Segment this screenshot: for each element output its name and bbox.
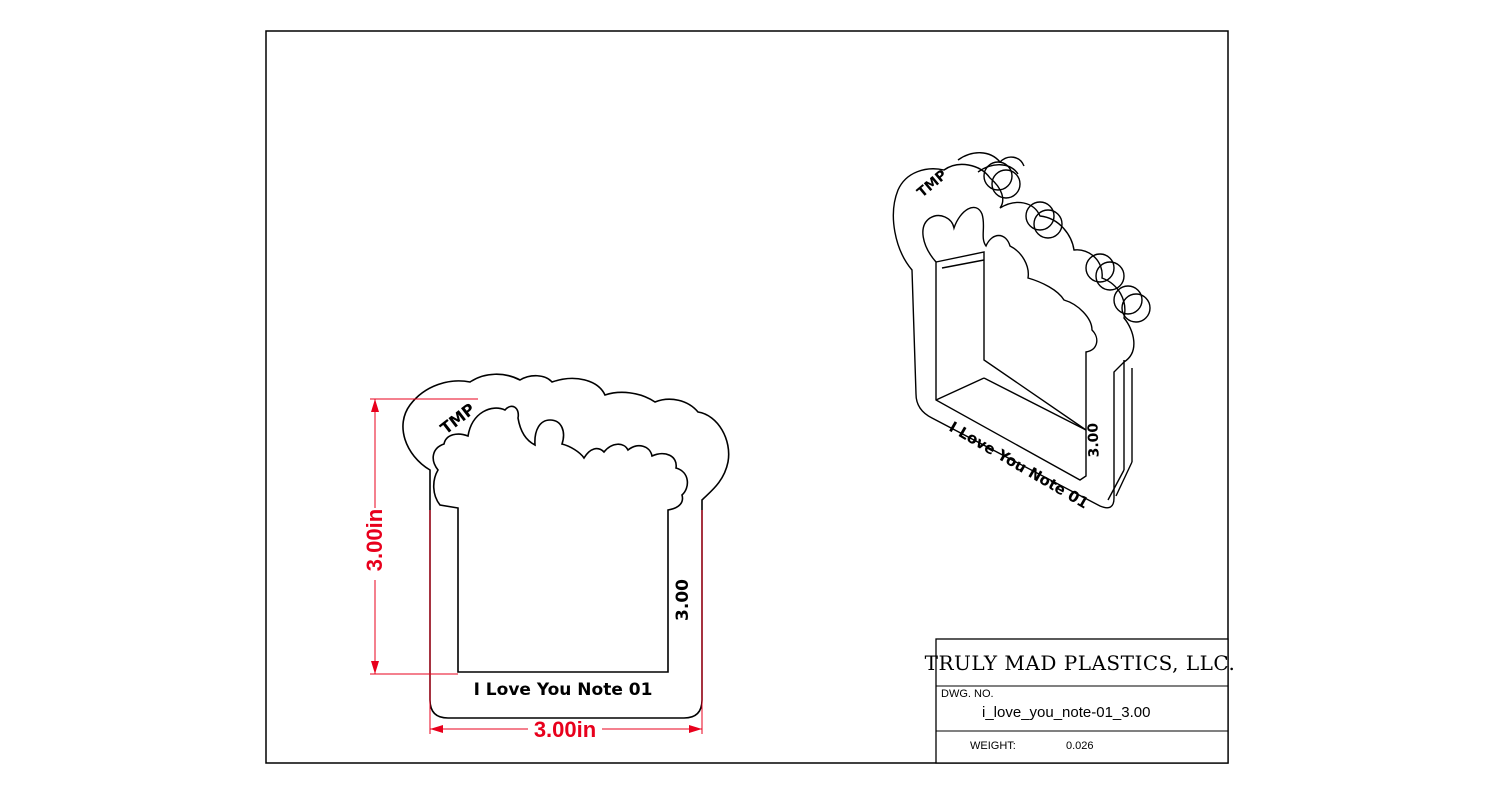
iso-brand-engraving: TMP: [914, 167, 950, 201]
front-outer-outline: [402, 373, 730, 719]
iso-size-engraving: 3.00: [1085, 422, 1102, 457]
dimension-height: 3.00in: [362, 398, 478, 675]
dwg-no-value: i_love_you_note-01_3.00: [982, 704, 1150, 721]
front-inner-outline: [432, 405, 689, 673]
title-block: TRULY MAD PLASTICS, LLC. DWG. NO. i_love…: [925, 638, 1236, 764]
company-name: TRULY MAD PLASTICS, LLC.: [925, 651, 1236, 675]
dwg-no-label: DWG. NO.: [941, 688, 994, 700]
isometric-view: [892, 152, 1151, 509]
front-view: TMP I Love You Note 01 3.00: [402, 373, 730, 719]
front-brand-engraving: TMP: [437, 399, 479, 438]
dimension-width: 3.00in: [429, 510, 703, 742]
weight-label: WEIGHT:: [970, 740, 1016, 752]
iso-inner-outline: [922, 206, 1098, 481]
width-dimension-label: 3.00in: [534, 717, 596, 742]
sheet-border: [265, 30, 1229, 764]
iso-outer-outline: [892, 163, 1135, 509]
front-size-engraving: 3.00: [673, 579, 693, 621]
iso-name-engraving: I Love You Note 01: [946, 418, 1092, 513]
height-dimension-label: 3.00in: [362, 509, 387, 571]
front-name-engraving: I Love You Note 01: [474, 680, 653, 700]
weight-value: 0.026: [1066, 740, 1094, 752]
